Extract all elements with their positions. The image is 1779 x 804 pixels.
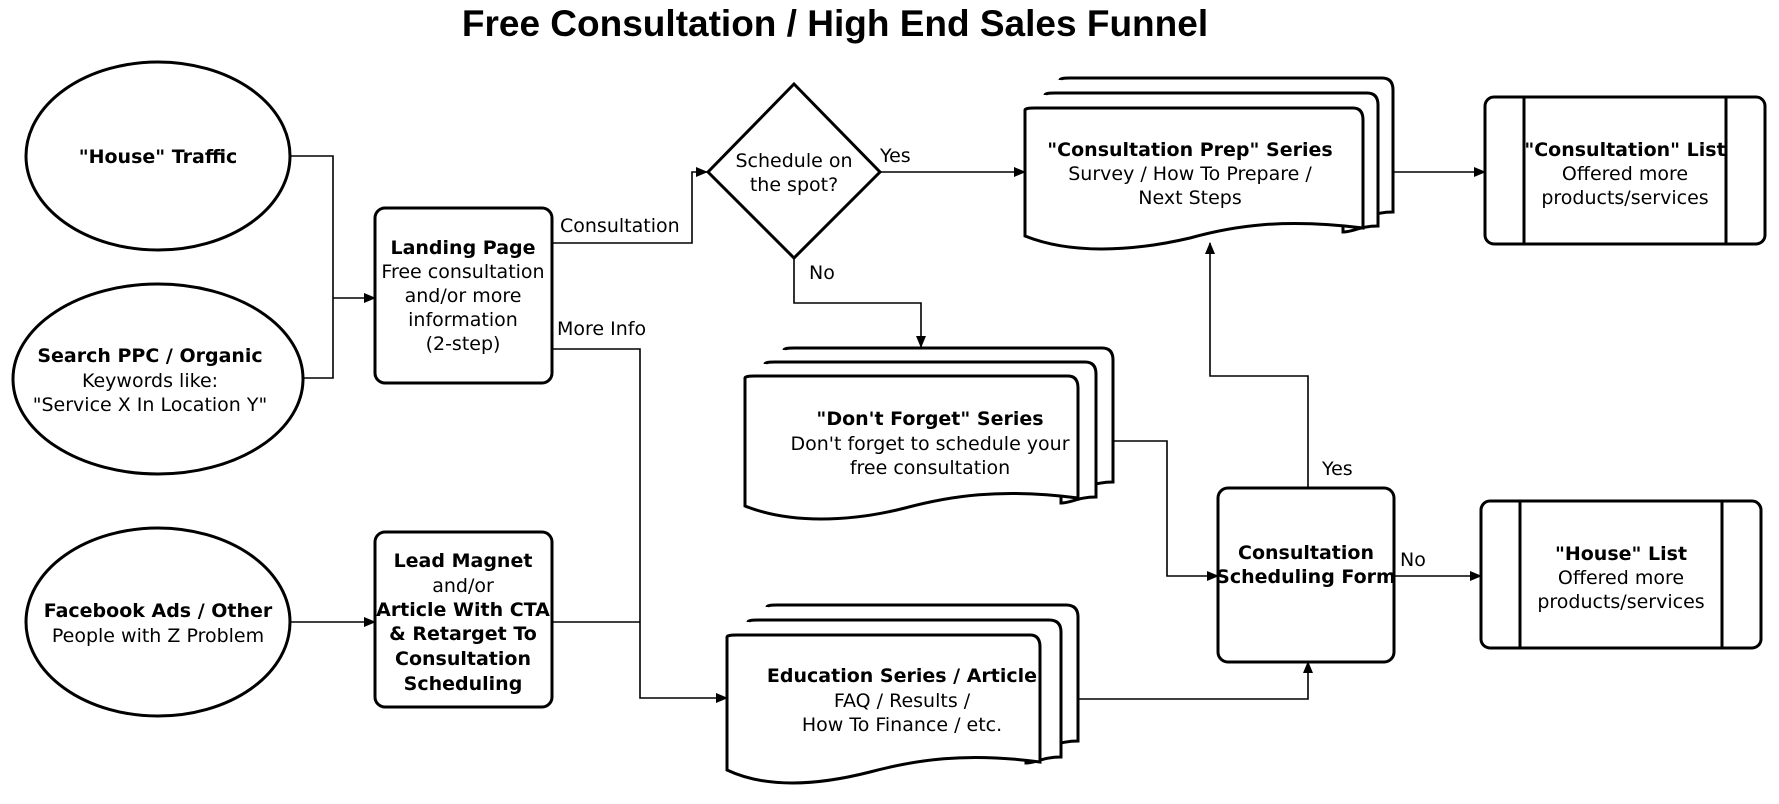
node-label-title: Search PPC / Organic	[37, 345, 262, 367]
node-label-title: "House" Traffic	[79, 146, 238, 168]
page-title: Free Consultation / High End Sales Funne…	[462, 3, 1208, 44]
node-label-title: Landing Page	[390, 237, 535, 259]
node-label-line: Offered more	[1558, 567, 1684, 589]
node-label-line: and/or more	[405, 285, 522, 307]
edge-dont-forget-to-form	[1113, 440, 1219, 581]
node-schedule-decision[interactable]: Schedule on the spot?	[705, 81, 883, 261]
node-label-line: Next Steps	[1138, 187, 1241, 209]
node-label-title: "Consultation Prep" Series	[1047, 139, 1332, 161]
node-label-title: "Don't Forget" Series	[816, 408, 1043, 430]
node-label-line: Scheduling	[404, 673, 523, 695]
node-label-title: "Consultation" List	[1524, 139, 1725, 161]
edge-landing-to-decision	[552, 167, 708, 244]
edge-landing-to-education	[552, 348, 728, 703]
node-label-line: Offered more	[1562, 163, 1688, 185]
node-consultation-list[interactable]: "Consultation" List Offered more product…	[1483, 95, 1767, 246]
node-label-line: Consultation	[395, 648, 531, 670]
edge-house-traffic-to-landing	[290, 155, 334, 298]
edge-label-yes-form: Yes	[1321, 458, 1353, 480]
edge-label-no-decision: No	[809, 262, 835, 284]
node-label-line: "Service X In Location Y"	[33, 394, 268, 416]
node-label-line: How To Finance / etc.	[802, 714, 1002, 736]
edge-decision-no	[793, 258, 926, 348]
node-label-line: Free consultation	[381, 261, 544, 283]
edge-label-yes-decision: Yes	[879, 145, 911, 167]
node-lead-magnet[interactable]: Lead Magnet and/or Article With CTA & Re…	[373, 530, 554, 709]
node-label-line: Schedule on	[735, 150, 852, 172]
node-label-line: People with Z Problem	[52, 625, 264, 647]
node-label-title: "House" List	[1555, 543, 1687, 565]
node-label-line: free consultation	[850, 457, 1010, 479]
node-facebook-ads[interactable]: Facebook Ads / Other People with Z Probl…	[24, 526, 292, 718]
edge-label-consultation: Consultation	[560, 215, 680, 237]
edge-label-more-info: More Info	[557, 318, 646, 340]
node-label-line: the spot?	[750, 174, 838, 196]
node-label-line: Article With CTA	[376, 599, 550, 621]
node-label-line: & Retarget To	[389, 623, 537, 645]
node-label-line: Lead Magnet	[394, 550, 533, 572]
node-label-line: information	[408, 309, 518, 331]
node-dont-forget[interactable]: "Don't Forget" Series Don't forget to sc…	[743, 346, 1115, 521]
node-label-line: Keywords like:	[82, 370, 218, 392]
node-label-line: Survey / How To Prepare /	[1068, 163, 1312, 185]
node-house-list[interactable]: "House" List Offered more products/servi…	[1479, 499, 1763, 650]
node-label-line: products/services	[1541, 187, 1708, 209]
edge-education-to-form	[1078, 661, 1313, 700]
node-landing-page[interactable]: Landing Page Free consultation and/or mo…	[373, 206, 554, 385]
node-label-title: Facebook Ads / Other	[44, 600, 273, 622]
node-label-line: Don't forget to schedule your	[790, 433, 1069, 455]
connectors	[290, 155, 1486, 703]
node-label-title: Education Series / Article	[767, 665, 1037, 687]
node-scheduling-form[interactable]: Consultation Scheduling Form	[1216, 486, 1396, 664]
node-consultation-prep[interactable]: "Consultation Prep" Series Survey / How …	[1023, 76, 1395, 251]
node-label-line: Consultation	[1238, 542, 1374, 564]
node-search-ppc[interactable]: Search PPC / Organic Keywords like: "Ser…	[11, 282, 305, 476]
node-house-traffic[interactable]: "House" Traffic	[24, 60, 292, 252]
node-education-series[interactable]: Education Series / Article FAQ / Results…	[725, 603, 1080, 785]
node-label-line: (2-step)	[426, 333, 501, 355]
node-label-line: and/or	[432, 575, 494, 597]
node-label-line: products/services	[1537, 591, 1704, 613]
node-label-line: Scheduling Form	[1216, 566, 1396, 588]
edge-form-yes	[1205, 242, 1309, 488]
edge-label-no-form: No	[1400, 549, 1426, 571]
node-label-line: FAQ / Results /	[834, 690, 971, 712]
